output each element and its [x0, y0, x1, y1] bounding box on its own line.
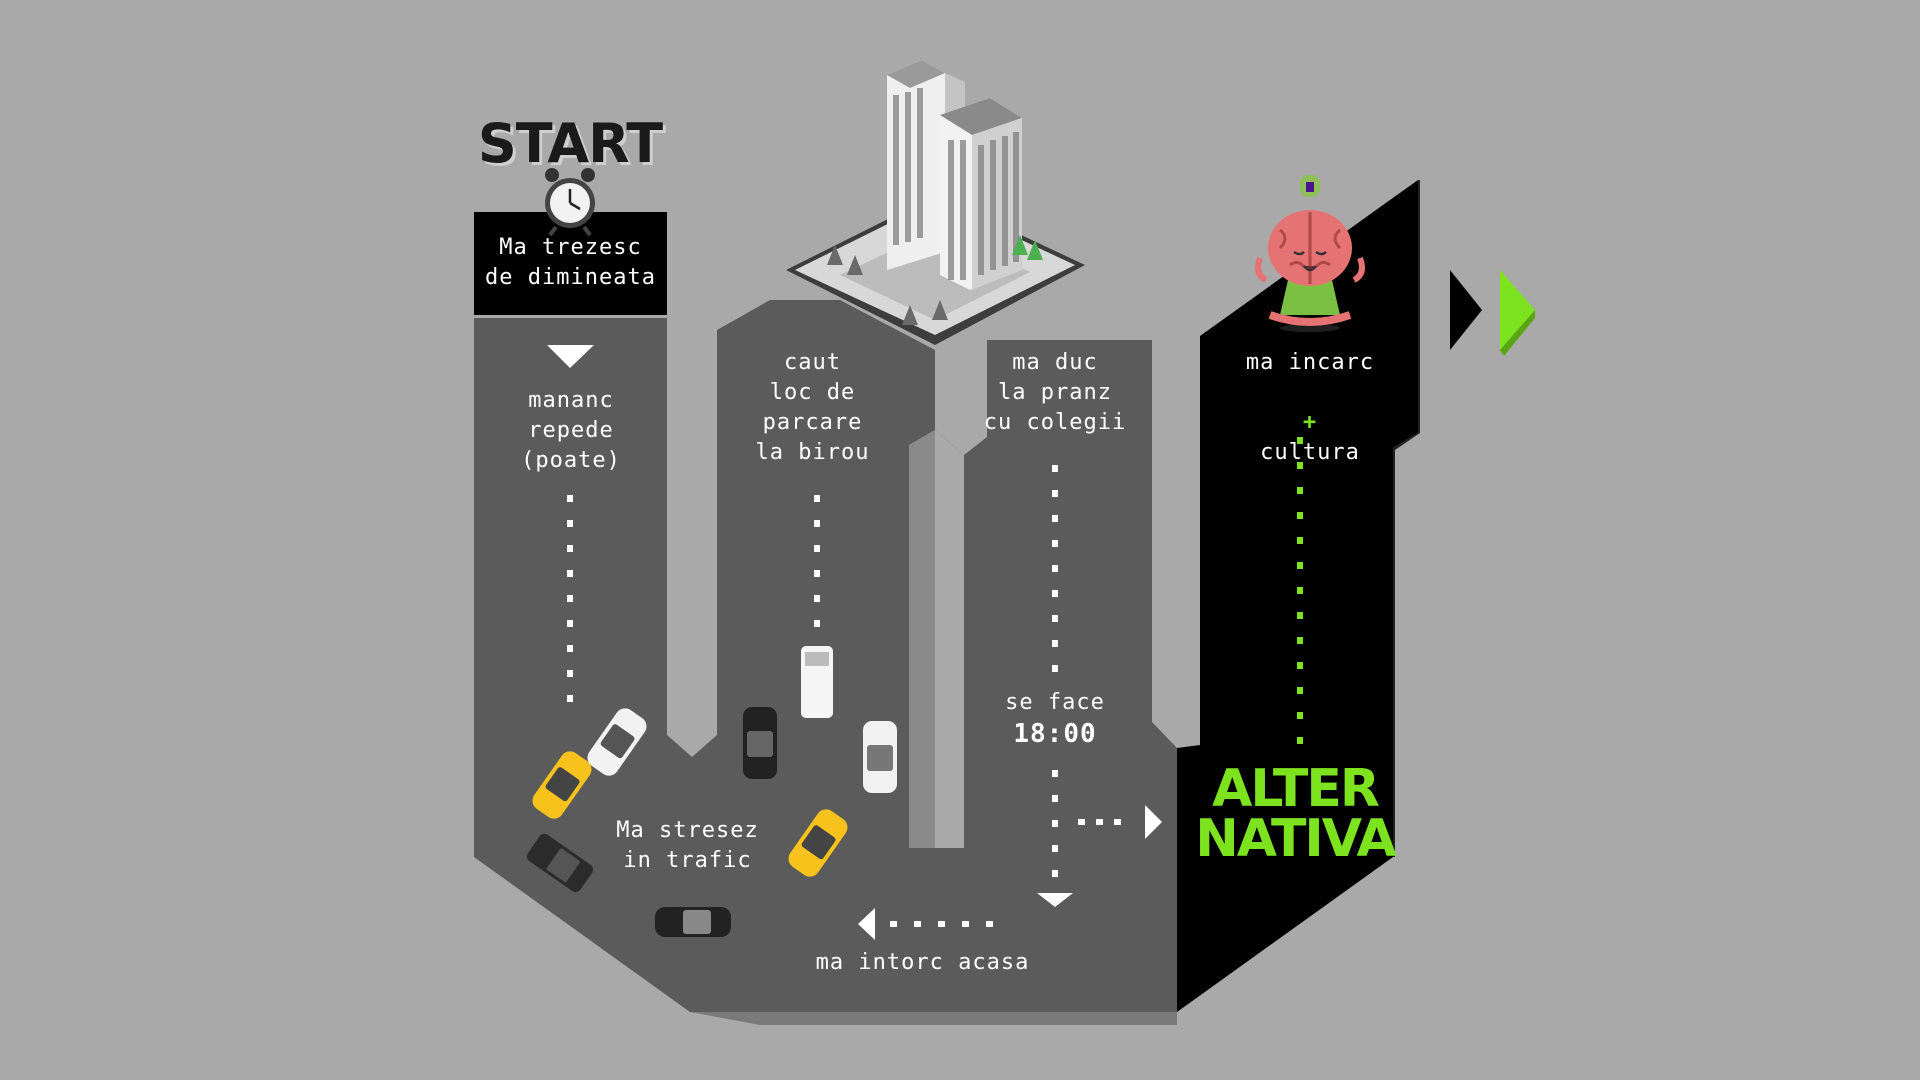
path-dot [1052, 870, 1058, 877]
arrow-left-icon [858, 908, 875, 940]
plus-sign: + [1302, 410, 1318, 435]
path-dot-green [1297, 462, 1303, 469]
path-dot [890, 921, 897, 927]
taxi-icon [532, 751, 592, 819]
path-dot-green [1297, 587, 1303, 594]
path-dot [1052, 540, 1058, 547]
path-dot [1052, 515, 1058, 522]
path-dot [1114, 819, 1121, 825]
car-black-icon [743, 707, 777, 779]
path-dot [986, 921, 993, 927]
alternativa-line2: NATIVA [1195, 809, 1397, 869]
start-box [474, 212, 667, 315]
taxi-icon [788, 809, 848, 877]
ambulance-icon [801, 646, 833, 718]
road-bottom-shade [690, 1012, 1177, 1025]
car-black-icon [655, 907, 731, 937]
path-dot [938, 921, 945, 927]
path-dot [567, 645, 573, 652]
path-dot [1052, 490, 1058, 497]
path-dot [814, 620, 820, 627]
path-dot [1052, 465, 1058, 472]
path-dot-green [1297, 637, 1303, 644]
path-dot [1052, 665, 1058, 672]
path-dot [1052, 845, 1058, 852]
path-dot [914, 921, 921, 927]
step-evening-prefix: se face [1005, 690, 1105, 715]
arrow-down-icon [1037, 893, 1073, 907]
step-parking: caut loc de parcare la birou [755, 350, 870, 465]
arrow-black-icon [1450, 270, 1482, 350]
step-evening-time: 18:00 [1013, 719, 1097, 749]
path-dot [814, 570, 820, 577]
path-dot [1052, 770, 1058, 777]
path-dot [1096, 819, 1103, 825]
path-dot [1052, 640, 1058, 647]
path-dot-green [1297, 712, 1303, 719]
arrow-right-icon [1145, 805, 1162, 839]
alternative-road [1177, 180, 1418, 1012]
start-title: START [477, 112, 663, 175]
step-traffic: Ma stresez in trafic [616, 818, 759, 873]
step-charge-line2-wrap: + cultura [1225, 378, 1395, 468]
start-box-text: Ma trezesc de dimineata [485, 235, 656, 290]
arrow-green-shade [1500, 310, 1535, 356]
brain-meditating-icon [1255, 175, 1365, 332]
path-dot-green [1297, 512, 1303, 519]
path-dot [814, 595, 820, 602]
step-charge-line1: ma incarc [1245, 350, 1375, 375]
step-lunch: ma duc la pranz cu colegii [983, 350, 1127, 435]
path-dot [567, 495, 573, 502]
alternativa-line1: ALTER [1212, 759, 1380, 819]
path-dot [814, 520, 820, 527]
path-dot [1078, 819, 1085, 825]
path-dot [567, 570, 573, 577]
path-dot [962, 921, 969, 927]
road-inner-shade [909, 430, 935, 848]
path-dot-green [1297, 612, 1303, 619]
path-dot [1052, 820, 1058, 827]
office-building-icon [786, 60, 1085, 345]
alarm-clock-icon [545, 168, 595, 237]
path-dot [814, 495, 820, 502]
path-dot [1052, 590, 1058, 597]
path-dot [1052, 565, 1058, 572]
arrow-green-icon [1500, 270, 1535, 350]
start-down-arrow-icon [547, 345, 594, 368]
step-home: ma intorc acasa [815, 950, 1030, 975]
path-dot [567, 520, 573, 527]
step-charge-line2: cultura [1260, 440, 1360, 465]
path-dot [567, 545, 573, 552]
path-dot-green [1297, 687, 1303, 694]
path-dot [567, 670, 573, 677]
path-dot [814, 545, 820, 552]
path-dot-green [1297, 437, 1303, 444]
path-dot [567, 695, 573, 702]
car-white-icon [863, 721, 897, 793]
path-dot-green [1297, 562, 1303, 569]
path-dot [1052, 795, 1058, 802]
car-dark-icon [526, 833, 594, 893]
step-eat: mananс repede (poate) [521, 388, 621, 473]
path-dot-green [1297, 662, 1303, 669]
path-dot [1052, 615, 1058, 622]
path-dot [567, 595, 573, 602]
path-dot [567, 620, 573, 627]
car-white-icon [587, 708, 647, 776]
path-dot-green [1297, 737, 1303, 744]
dotted-paths [567, 437, 1303, 927]
path-dot-green [1297, 537, 1303, 544]
path-dot-green [1297, 487, 1303, 494]
